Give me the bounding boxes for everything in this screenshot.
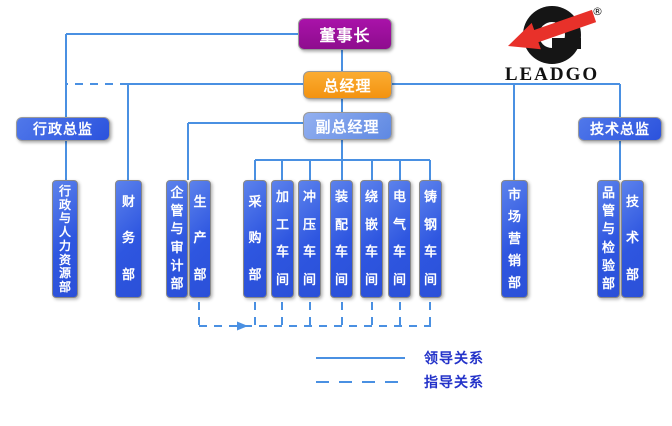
org-node-dept-assembly-workshop: 装配车间 xyxy=(330,180,353,298)
org-node-dept-marketing: 市场营销部 xyxy=(501,180,528,298)
legend-row-lead: 领导关系 xyxy=(316,346,484,370)
org-node-dept-winding-workshop: 绕嵌车间 xyxy=(360,180,383,298)
logo-brand-text: LEADGO xyxy=(505,64,599,85)
org-node-dept-purchasing: 采购部 xyxy=(243,180,267,298)
org-node-tech-director: 技术总监 xyxy=(578,117,662,141)
org-node-general-manager: 总经理 xyxy=(303,71,392,99)
logo-g-bar xyxy=(552,38,581,49)
org-node-dept-production: 生产部 xyxy=(189,180,211,298)
org-node-dept-electrical-workshop: 电气车间 xyxy=(388,180,411,298)
org-node-dept-finance: 财务部 xyxy=(115,180,142,298)
org-node-dept-quality-inspection: 品管与检验部 xyxy=(597,180,620,298)
org-node-chairman: 董事长 xyxy=(298,18,392,50)
legend: 领导关系 指导关系 xyxy=(316,346,484,394)
solid-line-sample xyxy=(316,357,405,359)
legend-guide-label: 指导关系 xyxy=(424,375,484,391)
org-node-dept-machining-workshop: 加工车间 xyxy=(271,180,294,298)
org-node-admin-director: 行政总监 xyxy=(16,117,110,141)
guide-relationship-lines xyxy=(66,83,431,327)
guide-arrow-icon xyxy=(237,321,248,331)
legend-row-guide: 指导关系 xyxy=(316,370,484,394)
org-node-dept-stamping-workshop: 冲压车间 xyxy=(298,180,321,298)
logo-red-arrow-icon xyxy=(508,9,597,50)
org-node-dept-cast-steel-workshop: 铸钢车间 xyxy=(419,180,442,298)
legend-lead-label: 领导关系 xyxy=(424,351,484,367)
logo-registered-mark: ® xyxy=(592,5,603,18)
org-node-deputy-general-manager: 副总经理 xyxy=(303,112,392,140)
org-node-dept-technical: 技术部 xyxy=(621,180,644,298)
dashed-line-sample xyxy=(316,381,405,383)
leadgo-logo: ® LEADGO xyxy=(505,5,603,85)
org-node-dept-admin-hr: 行政与人力资源部 xyxy=(52,180,78,298)
org-node-dept-audit: 企管与审计部 xyxy=(166,180,188,298)
